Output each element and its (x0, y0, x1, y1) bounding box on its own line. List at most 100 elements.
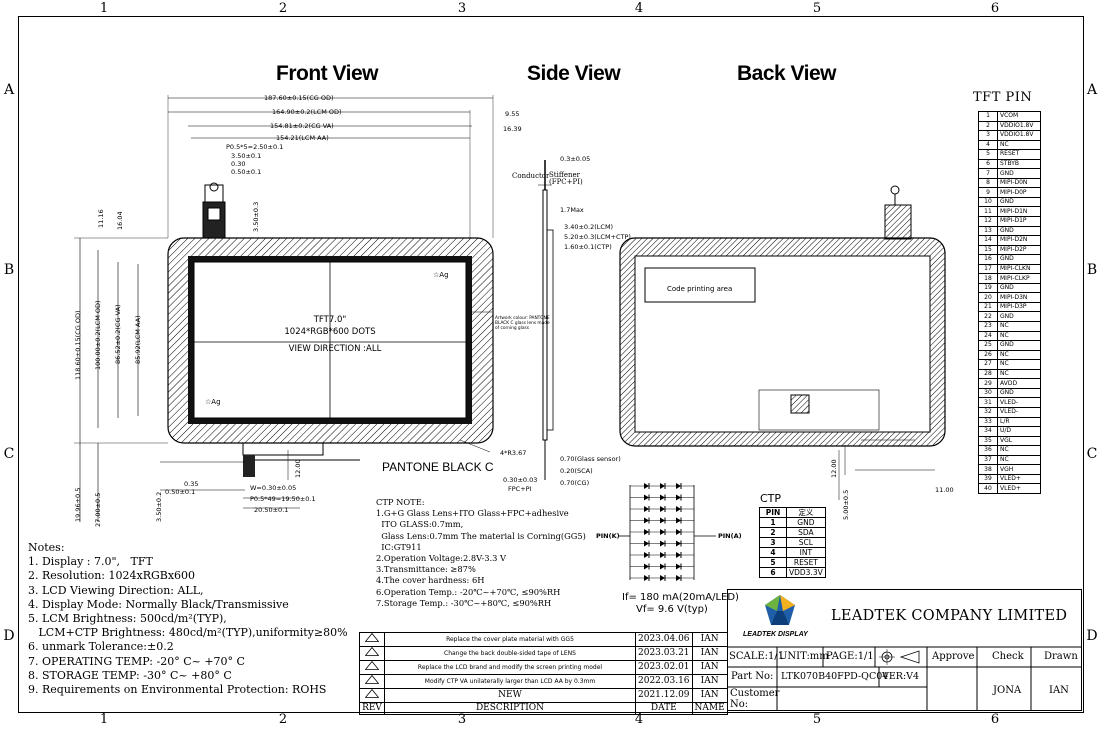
revision-header-cell: DATE (635, 701, 693, 716)
tft-pin-signal: VLED- (997, 406, 1041, 418)
tft-pin-signal: GND (997, 168, 1041, 179)
led-diode-icon (660, 563, 665, 570)
customer-no-label: Customer No: (730, 688, 780, 710)
side-view-drawing (538, 160, 554, 480)
tft-pin-signal: NC (997, 454, 1041, 466)
side-dim-3-40: 3.40±0.2(LCM) (564, 223, 614, 231)
tft-pin-signal: VGL (997, 435, 1041, 447)
ctp-pin-number: 1 (759, 517, 787, 528)
tft-pin-signal: MIPI-CLKN (997, 263, 1041, 275)
drawn-label: Drawn (1044, 651, 1078, 662)
led-diode-icon (660, 494, 665, 501)
dim-h-cg-od: 118.60±0.15(CG OD) (74, 310, 82, 381)
tft-pin-signal: NC (997, 349, 1041, 361)
revision-name: IAN (691, 632, 728, 647)
side-view-title: Side View (527, 62, 621, 85)
unit-label: UNIT:mm (779, 651, 829, 662)
ctp-pin-signal: SDA (786, 527, 826, 538)
dim-11-16: 11.16 (97, 209, 105, 228)
tft-pin-number: 27 (978, 359, 998, 370)
zone-col-6-bottom: 6 (990, 712, 1000, 727)
tft-pin-number: 38 (978, 464, 998, 475)
back-view-drawing (619, 185, 946, 500)
tft-pin-signal: MIPI-CLKP (997, 273, 1041, 284)
dim-0-50-b: 0.50±0.1 (165, 488, 196, 496)
note-line: 4. Display Mode: Normally Black/Transmis… (28, 597, 289, 611)
tft-pin-signal: NC (997, 330, 1041, 342)
dim-lcm-aa: 154.21(LCM AA) (276, 134, 329, 142)
tft-pin-number: 9 (978, 187, 998, 198)
tft-pin-signal: MIPI-D0P (997, 187, 1041, 198)
revision-row: Modify CTP VA unilaterally larger than L… (359, 674, 728, 689)
approve-label: Approve (932, 651, 975, 662)
revision-header-cell: NAME (691, 701, 728, 716)
tft-pin-signal: GND (997, 340, 1041, 351)
dim-pitch-top: P0.5*5=2.50±0.1 (226, 143, 284, 151)
revision-date: 2023.04.06 (635, 632, 693, 647)
led-diode-icon (676, 575, 681, 581)
tft-pin-number: 20 (978, 292, 998, 303)
ctp-pin-signal: RESET (786, 557, 826, 568)
tft-pin-signal: MIPI-D2N (997, 235, 1041, 246)
tft-pin-number: 37 (978, 454, 998, 466)
tft-pin-number: 6 (978, 158, 998, 170)
tft-pin-signal: VCOM (997, 111, 1041, 122)
revision-triangle-icon (359, 660, 385, 675)
front-view-drawing (74, 95, 494, 522)
side-dim-1-7: 1.7Max (560, 206, 584, 214)
note-line: LCM+CTP Brightness: 480cd/m²(TYP),unifor… (28, 626, 348, 640)
page-label: PAGE:1/1 (826, 651, 874, 662)
revision-triangle-icon (359, 688, 385, 703)
tft-pin-number: 11 (978, 206, 998, 217)
led-diode-icon (660, 483, 665, 489)
tft-pin-number: 35 (978, 435, 998, 447)
check-name: JONA (993, 685, 1022, 696)
tft-pin-number: 5 (978, 149, 998, 160)
bottom-fpc (242, 442, 324, 456)
tft-pin-number: 1 (978, 111, 998, 122)
zone-row-b: B (3, 262, 15, 278)
ctp-pin-signal: INT (786, 547, 826, 558)
zone-row-b-right: B (1086, 262, 1098, 278)
side-dim-5-20: 5.20±0.3(LCM+CTP) (564, 233, 631, 241)
revision-name: IAN (691, 688, 728, 703)
revision-triangle-icon (359, 632, 385, 647)
tft-pin-signal: MIPI-D0N (997, 177, 1041, 189)
tft-pin-number: 36 (978, 445, 998, 456)
revision-triangle-icon (359, 674, 385, 689)
revision-row: Replace the LCD brand and modify the scr… (359, 660, 728, 675)
tft-pin-signal: GND (997, 311, 1041, 323)
tft-pin-number: 28 (978, 368, 998, 380)
ctp-pin-signal: SCL (786, 537, 826, 548)
code-printing-area-label: Code printing area (667, 285, 733, 293)
zone-row-d-right: D (1086, 628, 1098, 644)
led-diode-icon (676, 540, 681, 547)
revision-name: IAN (691, 674, 728, 689)
tft-pin-signal: VLED+ (997, 473, 1041, 485)
zone-row-c: C (3, 446, 15, 462)
side-dim-0-30: 0.30±0.03 (503, 476, 538, 484)
tft-pin-number: 16 (978, 254, 998, 265)
zone-col-6: 6 (990, 1, 1000, 16)
